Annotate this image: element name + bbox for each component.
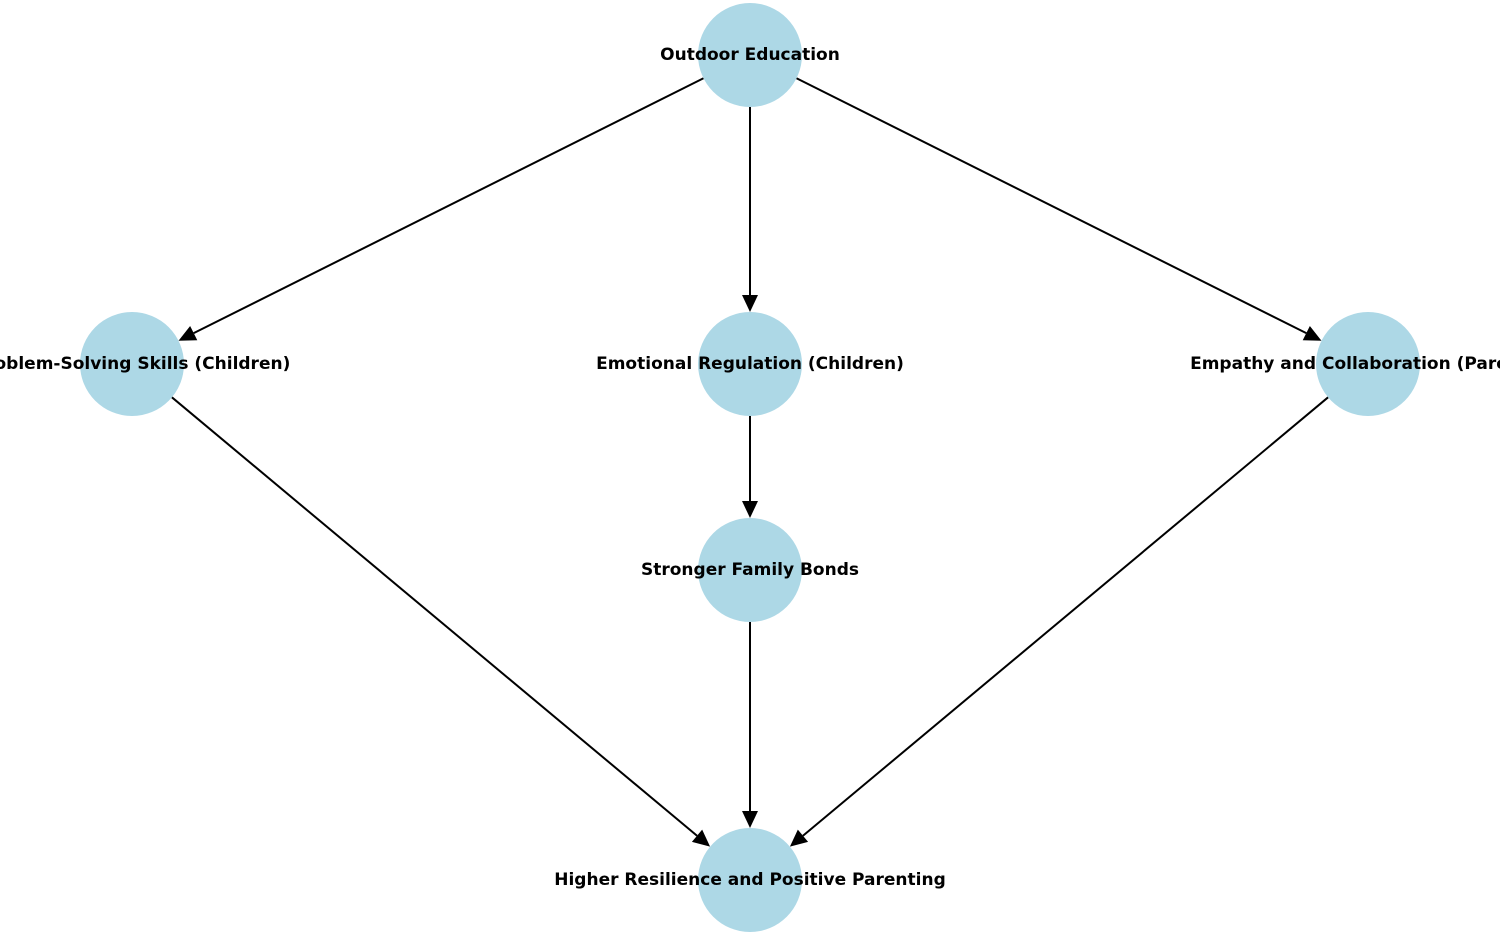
node-emotional-regulation: Emotional Regulation (Children) [596,312,904,416]
arrowhead [742,811,758,828]
node-problem-solving: Problem-Solving Skills (Children) [0,312,290,416]
edge-family-bonds-to-resilience-parenting [742,622,758,828]
node-label-resilience-parenting: Higher Resilience and Positive Parenting [554,870,945,890]
node-circle [1316,312,1420,416]
edge-outdoor-education-to-problem-solving [178,77,704,341]
edge-empathy-collaboration-to-resilience-parenting [789,396,1329,847]
node-circle [80,312,184,416]
node-family-bonds: Stronger Family Bonds [641,518,859,622]
node-label-outdoor-education: Outdoor Education [660,45,840,65]
node-label-problem-solving: Problem-Solving Skills (Children) [0,354,290,374]
edge-line [171,396,698,837]
arrowhead [691,829,711,847]
node-label-emotional-regulation: Emotional Regulation (Children) [596,354,904,374]
edge-line [802,396,1329,837]
edge-line [796,77,1307,335]
nodes-layer: Outdoor Education Problem-Solving Skills… [0,3,1500,932]
arrowhead [178,325,198,341]
edge-outdoor-education-to-emotional-regulation [742,107,758,312]
arrowhead [742,501,758,518]
node-circle [698,828,802,932]
arrowhead [1302,325,1322,341]
node-resilience-parenting: Higher Resilience and Positive Parenting [554,828,946,932]
arrowhead [742,295,758,312]
arrowhead [789,829,809,847]
node-outdoor-education: Outdoor Education [660,3,840,107]
edges-layer [171,77,1329,847]
node-circle [698,518,802,622]
edge-problem-solving-to-resilience-parenting [171,396,711,847]
node-circle [698,312,802,416]
node-label-family-bonds: Stronger Family Bonds [641,560,859,580]
edge-line [193,77,704,335]
node-label-empathy-collaboration: Empathy and Collaboration (Parents) [1190,354,1500,374]
edge-outdoor-education-to-empathy-collaboration [796,77,1322,341]
node-circle [698,3,802,107]
edge-emotional-regulation-to-family-bonds [742,416,758,518]
node-empathy-collaboration: Empathy and Collaboration (Parents) [1190,312,1500,416]
